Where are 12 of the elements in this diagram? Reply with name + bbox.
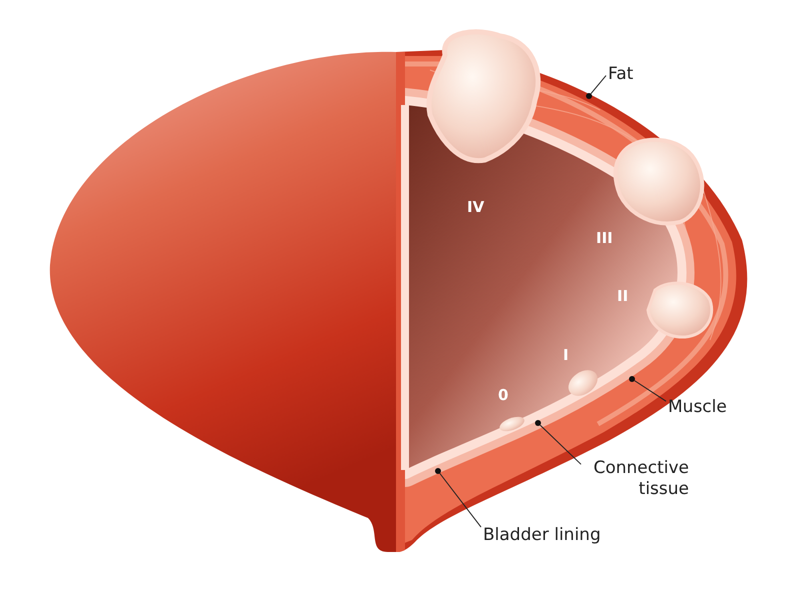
leader-label: Bladder lining	[483, 525, 601, 546]
stage-label: I	[563, 346, 569, 364]
stage-label: 0	[498, 386, 508, 404]
stage-label: IV	[467, 198, 484, 216]
leader-label: Connective tissue	[583, 458, 689, 500]
stage-label: II	[617, 287, 628, 305]
leader-label: Fat	[608, 64, 634, 85]
leader-line	[439, 472, 482, 528]
leader-label: Muscle	[668, 397, 727, 418]
leader-line	[590, 75, 606, 94]
leader-line	[634, 380, 666, 402]
stage-label: III	[596, 229, 613, 247]
